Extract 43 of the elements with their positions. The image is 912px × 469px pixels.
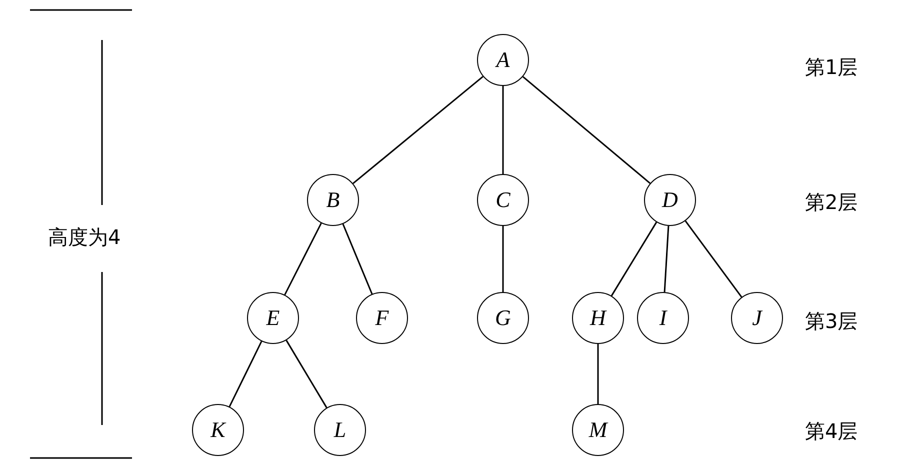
node-label: M (588, 419, 608, 441)
height-label: 高度为4 (48, 225, 121, 249)
node-label: C (496, 189, 510, 211)
node-label: K (210, 419, 226, 441)
node-label: E (266, 307, 280, 329)
node-label: J (752, 307, 762, 329)
tree-node-circle (637, 292, 689, 344)
tree-node-circle (572, 404, 624, 456)
connector-line (286, 340, 328, 408)
connector-line (502, 86, 504, 174)
node-label: L (334, 419, 346, 441)
tree-node-circle (307, 174, 359, 226)
tree-node-circle (477, 34, 529, 86)
tree-node-circle (572, 292, 624, 344)
connector-line (228, 341, 262, 407)
connector-line (684, 220, 742, 298)
level-label: 第4层 (805, 419, 858, 443)
connector-line (664, 226, 670, 292)
connector-line (502, 226, 504, 292)
node-label: A (496, 49, 510, 71)
tree-node-circle (644, 174, 696, 226)
connector-line (352, 76, 484, 184)
tree-node-circle (192, 404, 244, 456)
node-label: I (659, 307, 667, 329)
tree-node-circle (477, 292, 529, 344)
tree-node-circle (356, 292, 408, 344)
connector-line (597, 344, 599, 404)
node-label: B (326, 189, 340, 211)
node-label: H (590, 307, 606, 329)
level-label: 第2层 (805, 190, 858, 214)
connector-line (284, 222, 322, 296)
connector-line (522, 76, 651, 184)
tree-node-circle (731, 292, 783, 344)
node-label: G (495, 307, 511, 329)
node-label: F (375, 307, 389, 329)
level-label: 第1层 (805, 55, 858, 79)
tree-node-circle (477, 174, 529, 226)
node-label: D (662, 189, 678, 211)
level-label: 第3层 (805, 309, 858, 333)
tree-node-circle (314, 404, 366, 456)
tree-node-circle (247, 292, 299, 344)
connector-line (610, 222, 658, 296)
connector-line (342, 224, 373, 294)
